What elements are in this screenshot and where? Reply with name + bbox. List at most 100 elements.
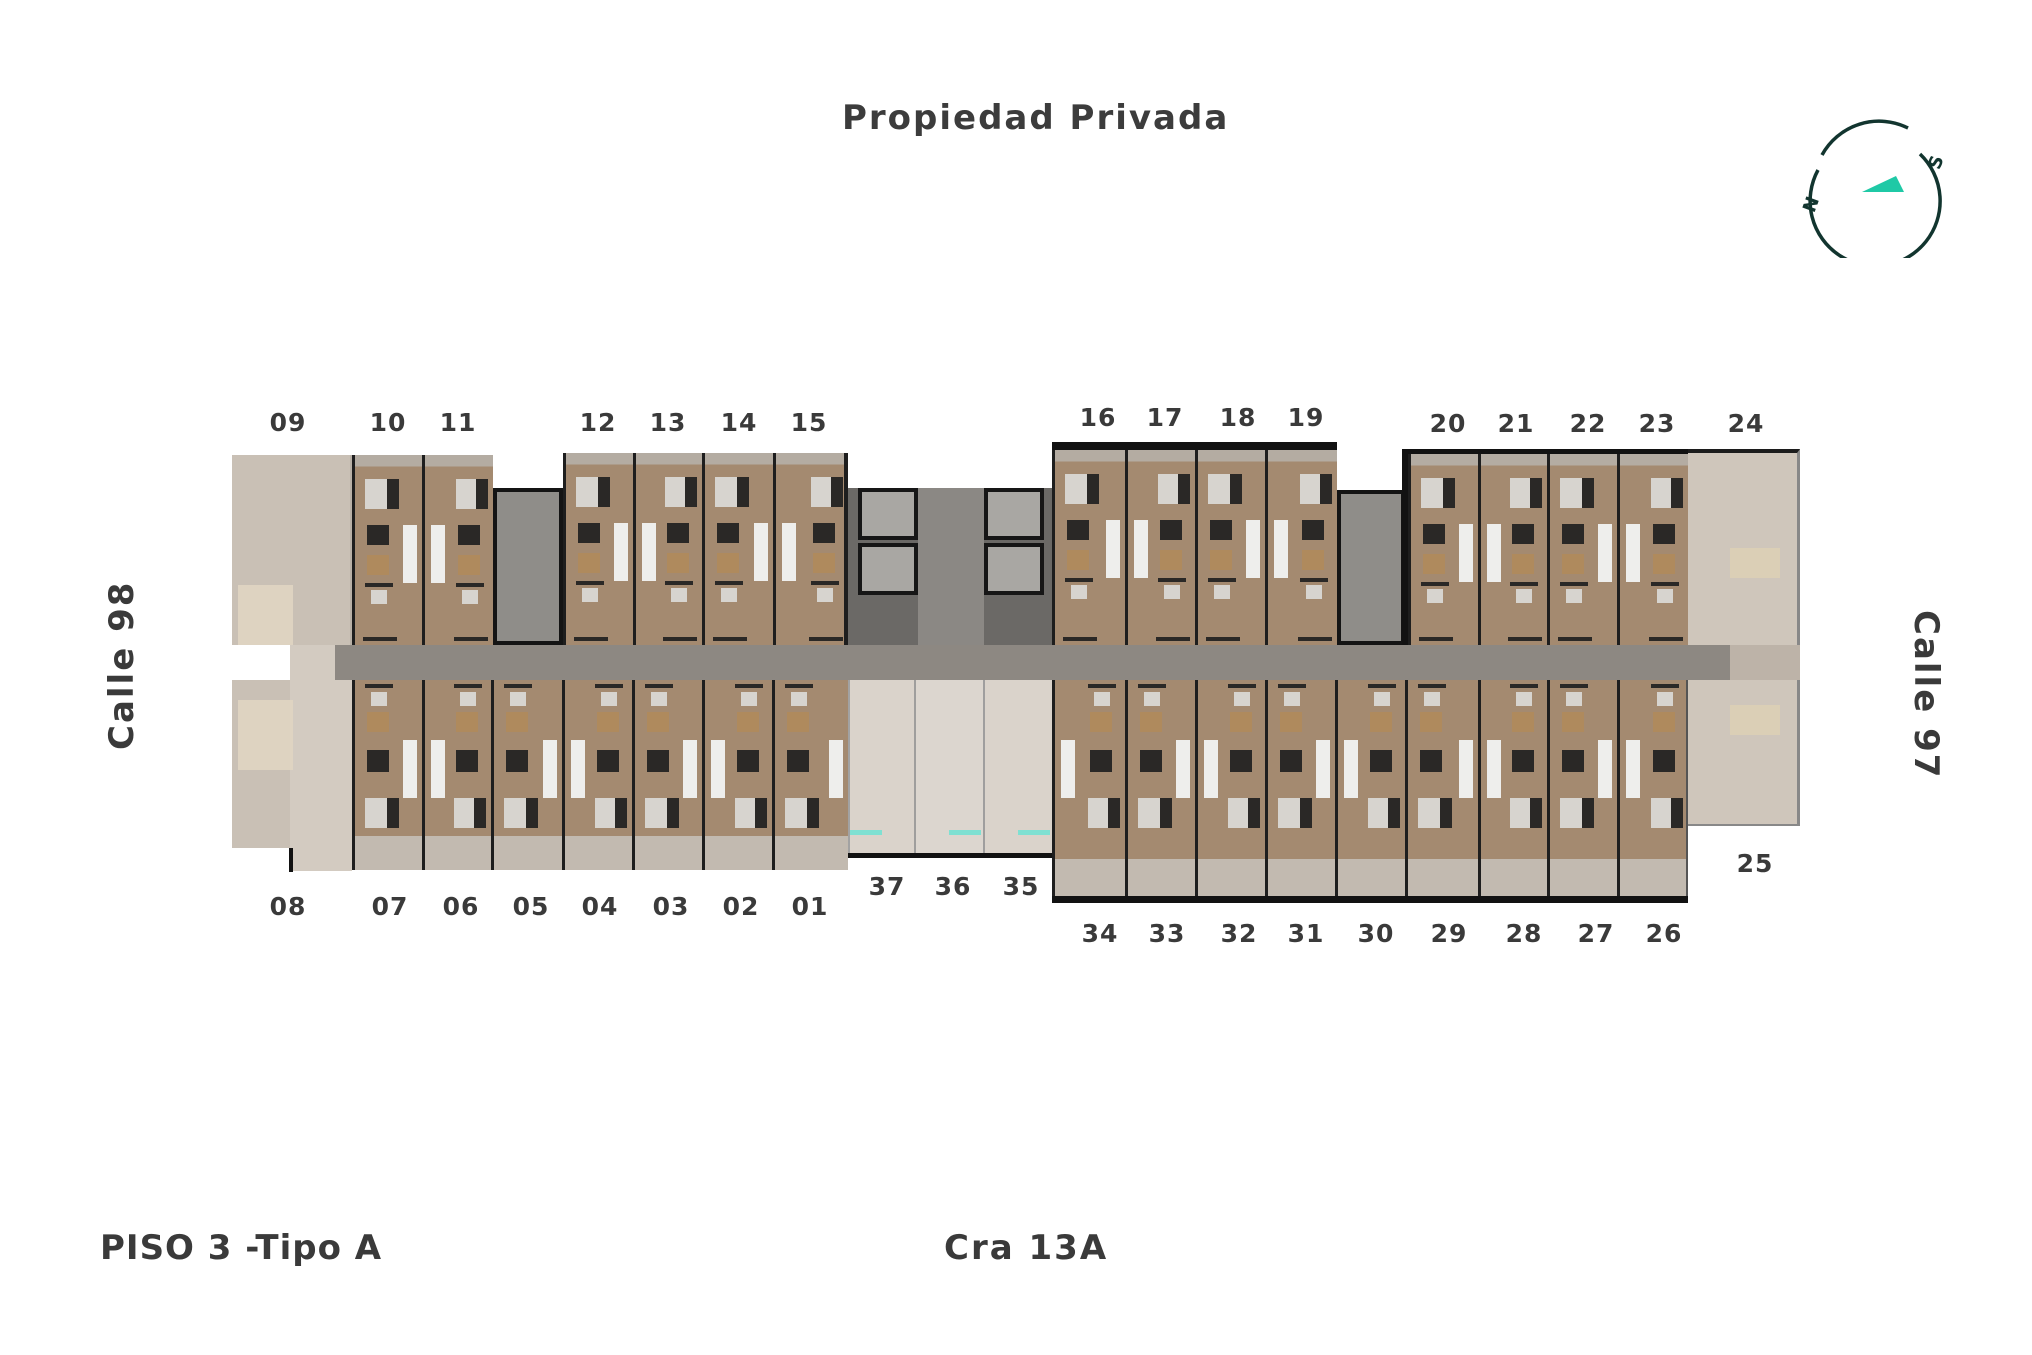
furniture-detail [1626, 524, 1640, 582]
furniture-detail [647, 750, 669, 772]
furniture-detail [667, 523, 689, 543]
unit-16[interactable] [1052, 450, 1125, 645]
unit-31[interactable] [1265, 680, 1335, 898]
furniture-detail [510, 692, 526, 706]
unit-label-03: 03 [652, 892, 690, 921]
unit-30[interactable] [1335, 680, 1405, 898]
unit-34[interactable] [1052, 680, 1125, 898]
furniture-detail [1300, 798, 1312, 828]
unit-label-13: 13 [649, 408, 687, 437]
furniture-detail [458, 555, 480, 575]
left-lobby [290, 645, 352, 871]
unit-03[interactable] [632, 680, 702, 870]
furniture-detail [1234, 692, 1250, 706]
unit-11[interactable] [422, 455, 493, 645]
furniture-detail [1368, 684, 1396, 688]
furniture-detail [363, 637, 397, 641]
unit-label-37: 37 [868, 872, 906, 901]
unit-19[interactable] [1265, 450, 1337, 645]
unit-27[interactable] [1547, 680, 1617, 898]
furniture-detail [754, 523, 768, 581]
furniture-detail [811, 581, 839, 585]
furniture-detail [813, 553, 835, 573]
unit-01[interactable] [772, 680, 848, 870]
furniture-detail [667, 798, 679, 828]
unit-36[interactable] [914, 680, 985, 853]
furniture-detail [1418, 684, 1446, 688]
furniture-detail [1214, 585, 1230, 599]
furniture-detail [543, 740, 557, 798]
furniture-detail [1230, 712, 1252, 732]
unit-20[interactable] [1408, 454, 1478, 645]
furniture-detail [1284, 692, 1300, 706]
furniture-detail [1094, 692, 1110, 706]
unit-22[interactable] [1547, 454, 1617, 645]
unit-12[interactable] [563, 453, 633, 645]
furniture-detail [614, 523, 628, 581]
unit-label-32: 32 [1220, 919, 1258, 948]
unit-28[interactable] [1478, 680, 1547, 898]
unit-05[interactable] [491, 680, 562, 870]
unit-label-10: 10 [369, 408, 407, 437]
furniture-detail [755, 798, 767, 828]
unit-18[interactable] [1195, 450, 1265, 645]
unit-17[interactable] [1125, 450, 1195, 645]
furniture-detail [1582, 478, 1594, 508]
furniture-detail [1423, 554, 1445, 574]
unit-label-27: 27 [1577, 919, 1615, 948]
furniture-detail [1651, 684, 1679, 688]
furniture-detail [813, 523, 835, 543]
furniture-detail [651, 692, 667, 706]
unit-15[interactable] [773, 453, 848, 645]
unit-25-area[interactable] [1688, 680, 1800, 826]
furniture-detail [1156, 637, 1190, 641]
unit-24-area[interactable] [1688, 449, 1800, 645]
unit-10[interactable] [352, 455, 422, 645]
furniture-detail [1420, 750, 1442, 772]
unit-29[interactable] [1405, 680, 1478, 898]
furniture-detail [578, 553, 600, 573]
unit-32[interactable] [1195, 680, 1265, 898]
furniture-detail [431, 525, 445, 583]
furniture-detail [1443, 478, 1455, 508]
furniture-detail [1160, 798, 1172, 828]
unit-06[interactable] [422, 680, 491, 870]
furniture-detail [597, 750, 619, 772]
page-title: Propiedad Privada [842, 98, 1230, 138]
furniture-detail [685, 477, 697, 507]
stairwell-2 [1337, 490, 1405, 645]
unit-label-34: 34 [1081, 919, 1119, 948]
furniture-detail [711, 740, 725, 798]
furniture-detail [1653, 554, 1675, 574]
unit-label-23: 23 [1638, 409, 1676, 438]
furniture-detail [1560, 684, 1588, 688]
unit-02[interactable] [702, 680, 772, 870]
furniture-detail [1061, 740, 1075, 798]
furniture-detail [1510, 582, 1538, 586]
furniture-detail [1440, 798, 1452, 828]
unit-14[interactable] [702, 453, 773, 645]
furniture-detail [1598, 524, 1612, 582]
unit-21[interactable] [1478, 454, 1547, 645]
unit-04[interactable] [562, 680, 632, 870]
furniture-detail [1516, 589, 1532, 603]
unit-label-18: 18 [1219, 403, 1257, 432]
furniture-detail [721, 588, 737, 602]
unit-37[interactable] [848, 680, 916, 853]
furniture-detail [1298, 637, 1332, 641]
unit-23[interactable] [1617, 454, 1688, 645]
unit-07[interactable] [352, 680, 422, 870]
top-wall-20-23 [1405, 449, 1688, 454]
furniture-detail [1248, 798, 1260, 828]
unit-33[interactable] [1125, 680, 1195, 898]
unit-13[interactable] [633, 453, 702, 645]
furniture-detail [1138, 684, 1166, 688]
furniture-detail [1420, 712, 1442, 732]
furniture-detail [454, 637, 488, 641]
unit-35[interactable] [983, 680, 1055, 853]
unit-label-25: 25 [1736, 849, 1774, 878]
unit-label-06: 06 [442, 892, 480, 921]
unit-26[interactable] [1617, 680, 1688, 898]
furniture-detail [807, 798, 819, 828]
